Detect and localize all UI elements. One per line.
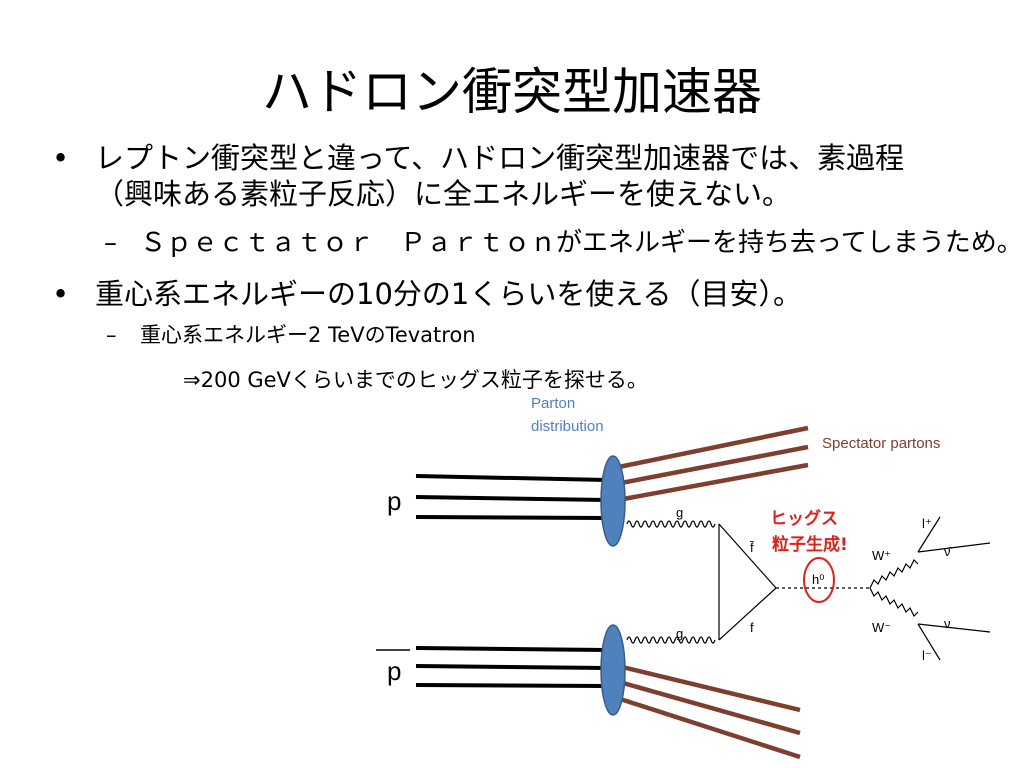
page-title: ハドロン衝突型加速器 bbox=[262, 63, 762, 121]
gluon-line-bottom bbox=[626, 636, 716, 644]
proton-parton-blob bbox=[600, 455, 626, 547]
l-minus-label: l⁻ bbox=[922, 648, 932, 663]
fbar-label: f̄ bbox=[750, 540, 754, 555]
spectator-lines-top bbox=[613, 425, 809, 503]
lepton-lines bbox=[917, 516, 991, 661]
nu-bar-label: ν̄ bbox=[944, 544, 953, 559]
gluon-label-bottom: g bbox=[676, 626, 683, 641]
l-plus-label: l⁺ bbox=[922, 516, 932, 531]
higgs-highlight-circle bbox=[803, 557, 835, 603]
gluon-label-top: g bbox=[676, 505, 683, 520]
sub-bullet-marker: – bbox=[106, 323, 117, 347]
antiproton-label: p bbox=[387, 656, 401, 686]
w-minus-line bbox=[869, 587, 919, 618]
spectator-partons-label: Spectator partons bbox=[822, 435, 940, 452]
bullet-1-line-2: （興味ある素粒子反応）に全エネルギーを使えない。 bbox=[95, 177, 792, 211]
sub-bullet-tevatron: 重心系エネルギー2 TeVのTevatron bbox=[140, 323, 476, 347]
proton-quark-lines bbox=[415, 474, 608, 520]
sub-bullet-spectator: Ｓｐｅｃｔａｔｏｒ Ｐａｒｔｏｎがエネルギーを持ち去ってしまうため。 bbox=[140, 228, 1023, 258]
parton-distribution-label-2: distribution bbox=[531, 418, 604, 435]
w-plus-label: W⁺ bbox=[872, 548, 891, 563]
fermion-lines bbox=[718, 523, 777, 641]
w-minus-label: W⁻ bbox=[872, 620, 891, 635]
f-label: f bbox=[750, 620, 754, 635]
sub-bullet-marker: – bbox=[104, 228, 117, 258]
w-plus-line bbox=[869, 558, 919, 589]
nu-label: ν bbox=[944, 616, 951, 631]
spectator-lines-bottom bbox=[613, 663, 801, 760]
antiproton-quark-lines bbox=[415, 646, 608, 688]
bullet-marker: • bbox=[52, 277, 70, 311]
higgs-annotation-line-1: ヒッグス bbox=[770, 508, 838, 529]
bullet-2-line-1: 重心系エネルギーの10分の1くらいを使える（目安）。 bbox=[95, 277, 802, 311]
antiproton-parton-blob bbox=[600, 624, 626, 716]
proton-label: p bbox=[387, 486, 401, 516]
higgs-label: h⁰ bbox=[812, 572, 824, 587]
bullet-1-line-1: レプトン衝突型と違って、ハドロン衝突型加速器では、素過程 bbox=[95, 141, 905, 175]
gluon-line-top bbox=[626, 520, 716, 528]
bullet-marker: • bbox=[52, 141, 70, 175]
higgs-search-note: ⇒200 GeVくらいまでのヒッグス粒子を探せる。 bbox=[183, 368, 648, 392]
parton-distribution-label-1: Parton bbox=[531, 395, 575, 412]
higgs-annotation-line-2: 粒子生成! bbox=[772, 534, 848, 555]
